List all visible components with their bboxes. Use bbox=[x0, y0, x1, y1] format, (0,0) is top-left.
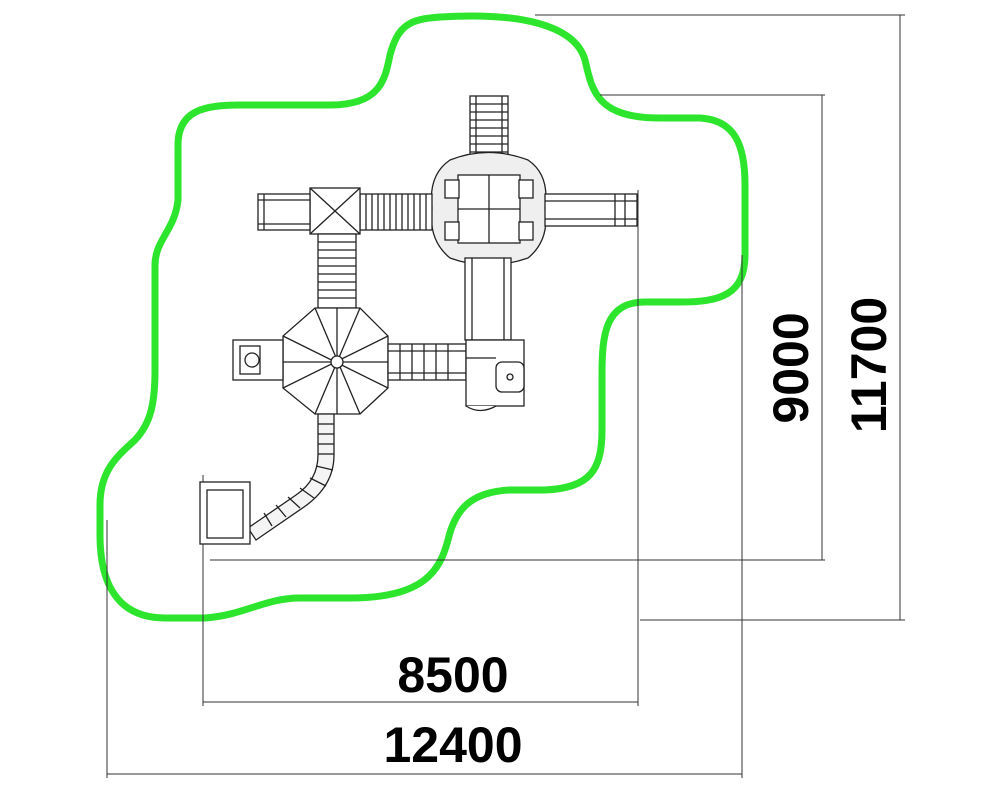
play-structure bbox=[199, 95, 638, 545]
dimension-label-12400: 12400 bbox=[383, 717, 522, 773]
safety-zone-outline bbox=[96, 12, 749, 622]
top-ladder bbox=[469, 95, 509, 159]
upper-tower bbox=[430, 151, 547, 266]
right-bridge bbox=[544, 193, 638, 227]
vertical-platform-right bbox=[464, 257, 512, 341]
top-bridge bbox=[359, 193, 433, 231]
slide-exit bbox=[199, 481, 251, 545]
octagon-tower bbox=[282, 307, 389, 415]
tube-slide bbox=[247, 413, 335, 541]
vertical-bridge-left bbox=[317, 233, 357, 309]
dimension-lines bbox=[106, 14, 905, 778]
dimension-label-9000: 9000 bbox=[763, 312, 819, 423]
dimension-label-8500: 8500 bbox=[397, 647, 508, 703]
dimension-label-11700: 11700 bbox=[841, 297, 897, 433]
lower-right-tower bbox=[465, 339, 525, 412]
left-walkway bbox=[257, 193, 311, 231]
middle-bridge bbox=[387, 343, 467, 381]
square-tower bbox=[309, 187, 361, 235]
left-entry bbox=[232, 339, 284, 381]
